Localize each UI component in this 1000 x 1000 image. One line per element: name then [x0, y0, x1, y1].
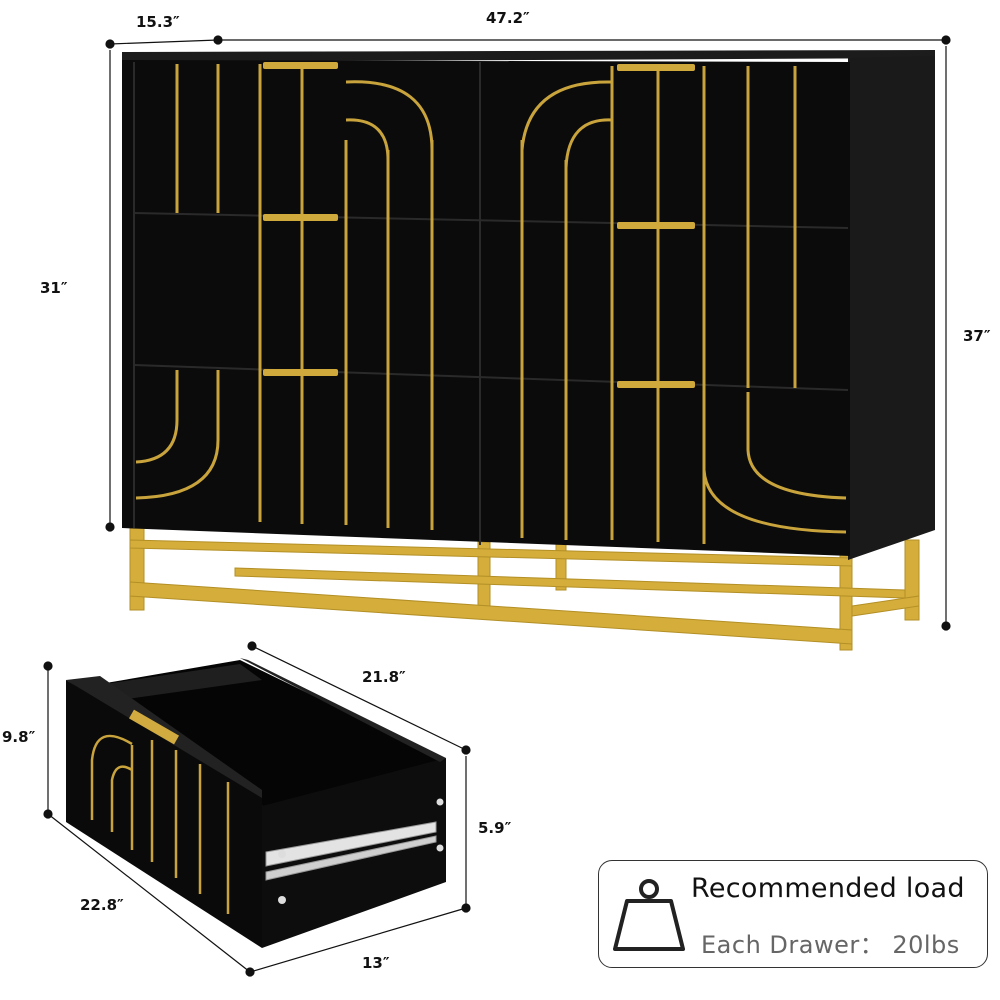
load-subtitle: Each Drawer： 20lbs: [701, 931, 960, 959]
drawer-interior: [100, 660, 445, 808]
drawer-dimension-lines: [43, 641, 471, 977]
dresser-top: [122, 50, 935, 62]
total-height-label: 37″: [963, 327, 991, 345]
dimension-lines: [105, 35, 951, 631]
body-height-label: 31″: [40, 279, 68, 297]
drawer-handle: [128, 709, 180, 745]
drawer-depth-inner-label: 21.8″: [362, 668, 406, 686]
weight-icon: [613, 879, 685, 951]
drawer-seams: [133, 62, 849, 545]
recommended-load-card: Recommended load Each Drawer： 20lbs: [598, 860, 988, 968]
load-title: Recommended load: [691, 873, 965, 904]
gold-frame-base: [129, 527, 920, 651]
drawer-depth-outer-label: 22.8″: [80, 896, 124, 914]
drawer-width-label: 13″: [362, 954, 390, 972]
dresser-side: [848, 56, 935, 560]
drawer-inner-height-label: 5.9″: [478, 819, 512, 837]
drawer-height-label: 9.8″: [2, 728, 36, 746]
drawer: [66, 658, 446, 948]
dresser-front: [122, 60, 850, 556]
drawer-slide-rail: [265, 798, 444, 904]
drawer-handles: [263, 62, 695, 388]
gold-inlay: [135, 64, 847, 544]
width-label: 47.2″: [486, 9, 530, 27]
drawer-front-panel: [66, 680, 262, 948]
dresser: [122, 50, 935, 651]
depth-label: 15.3″: [136, 13, 180, 31]
